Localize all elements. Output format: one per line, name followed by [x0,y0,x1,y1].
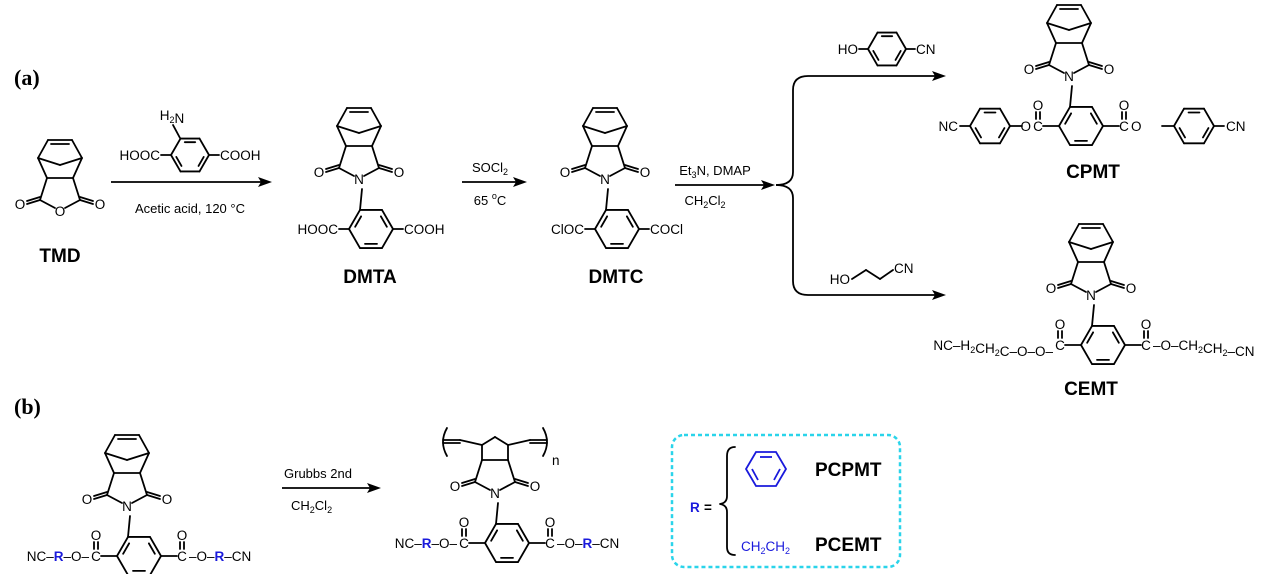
left-substituent: NC–R–O– [395,536,458,551]
r-brace [719,446,736,556]
r-equals: = [704,500,712,515]
left-substituent: NC–H2CH2C–O–O– [933,338,1053,359]
atom-label: O [1046,281,1057,296]
atom-label: O [1126,281,1137,296]
compound-label-dmta: DMTA [343,267,397,288]
atom-label: HOOC [120,148,161,163]
right-substituent: O [1131,119,1142,134]
atom-label: CN [916,42,936,57]
atom-label: N [600,172,610,187]
right-substituent: –O–R–CN [189,549,251,564]
structure-4-hydroxybenzonitrile: HO CN [838,31,936,67]
atom-label: CN [894,261,914,276]
atom-label: O [1024,62,1035,77]
atom-label: H2N [160,108,185,126]
r-group-legend: R = PCPMT CH2CH2 PCEMT [670,433,902,569]
structure-3-hydroxypropionitrile: HO CN [830,261,914,287]
right-substituent: –O–R–CN [557,536,619,551]
atom-label: HO [838,42,858,57]
atom-label: O [450,479,461,494]
arrow-step1 [111,177,272,187]
polymerization-catalyst: Grubbs 2nd [284,466,352,481]
atom-label: O [394,165,405,180]
right-substituent: COCl [650,222,683,237]
left-substituent: NC–R–O– [27,549,90,564]
step2-conditions: 65 oC [474,191,506,208]
atom-label: NC [939,119,959,134]
step2-reagent: SOCl2 [472,160,508,177]
arrow-step3 [675,180,775,190]
atom-label: C [91,549,101,564]
atom-label: N [1064,69,1074,84]
atom-label: CN [1226,119,1246,134]
r-option-ethylene: CH2CH2 [741,539,790,556]
atom-label: O [314,165,325,180]
atom-label: O [1119,98,1130,113]
atom-label: O [177,528,188,543]
atom-label: N [354,172,364,187]
atom-label: HO [830,272,850,287]
left-substituent: O [1020,119,1031,134]
atom-label: O [560,165,571,180]
right-substituent: –O–CH2CH2–CN [1153,338,1255,359]
atom-label: O [1104,62,1115,77]
panel-label-b: (b) [14,394,41,419]
atom-label: O [459,515,470,530]
atom-label: C [1033,119,1043,134]
arrow-polymerization [282,483,381,493]
atom-label: O [640,165,651,180]
step1-conditions: Acetic acid, 120 °C [135,201,245,216]
r-option-phenylene [744,451,788,487]
r-symbol: R [690,500,700,515]
compound-label-cemt: CEMT [1064,379,1118,400]
polymer-subscript-n: n [552,453,560,468]
atom-label: C [459,536,469,551]
atom-label: C [1055,338,1065,353]
atom-label: O [1055,317,1066,332]
arrow-step2 [462,177,527,187]
atom-label: O [162,492,173,507]
atom-label: C [1141,338,1151,353]
compound-label-dmtc: DMTC [589,267,644,288]
atom-label: O [82,492,93,507]
atom-label: O [91,528,102,543]
atom-label: N [122,499,132,514]
structure-aminoterephthalic-acid: H2N HOOC COOH [120,108,261,173]
atom-label: N [1086,288,1096,303]
compound-label-cpmt: CPMT [1066,162,1120,183]
atom-label: C [1119,119,1129,134]
right-substituent: COOH [404,222,445,237]
atom-label: O [55,204,66,219]
atom-label: N [490,486,500,501]
atom-label: C [177,549,187,564]
structure-dmta: O O N HOOC COOH [298,107,445,249]
atom-label: O [545,515,556,530]
left-substituent: ClOC [551,222,584,237]
forked-arrow [775,71,946,300]
structure-dmtc: O O N ClOC COCl [551,107,683,249]
atom-label: O [15,197,26,212]
polymerization-solvent: CH2Cl2 [291,498,332,515]
atom-label: C [545,536,555,551]
atom-label: O [530,479,541,494]
atom-label: O [1033,98,1044,113]
polymer-label-pcemt: PCEMT [815,535,882,556]
panel-label-a: (a) [14,65,40,90]
compound-label-tmd: TMD [39,246,80,267]
step3-solvent: CH2Cl2 [684,193,725,210]
atom-label: O [95,197,106,212]
step3-reagents: Et3N, DMAP [679,163,750,180]
left-substituent: HOOC [298,222,339,237]
atom-label: COOH [220,148,261,163]
atom-label: O [1141,317,1152,332]
polymer-label-pcpmt: PCPMT [815,460,882,481]
